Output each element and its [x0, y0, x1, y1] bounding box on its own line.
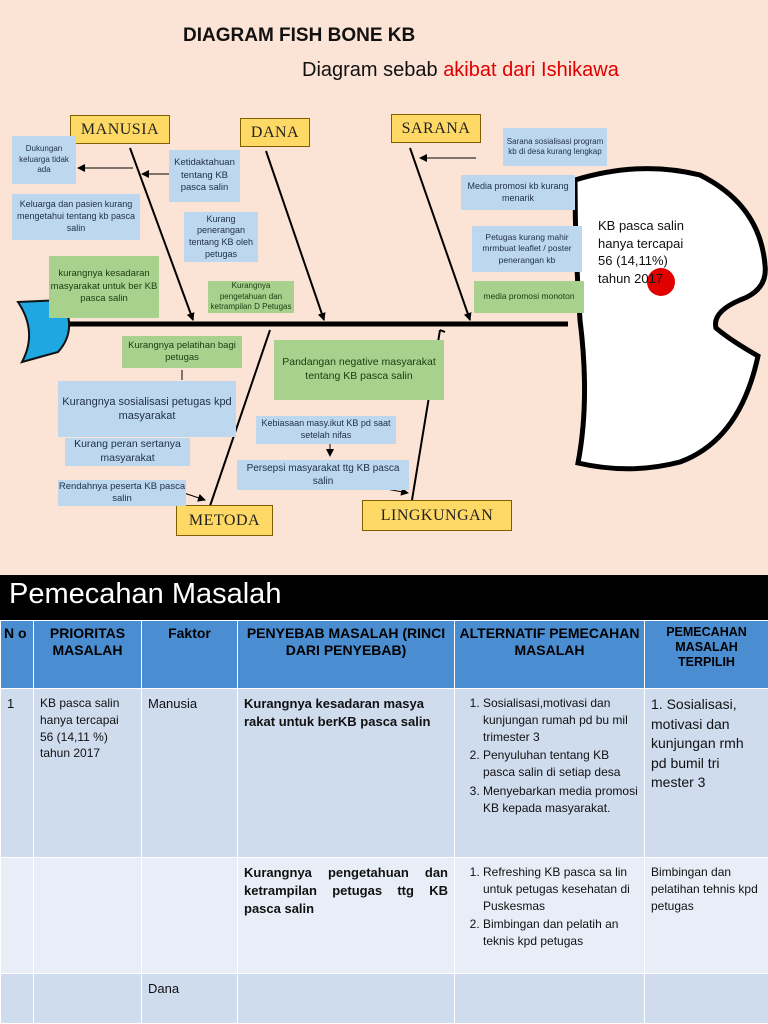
fishbone-lines — [16, 147, 768, 507]
cause-penerangan: Kurang penerangan tentang KB oleh petuga… — [184, 212, 258, 262]
cause-media-menarik: Media promosi kb kurang menarik — [461, 175, 575, 210]
alternatif-item: Menyebarkan media promosi KB kepada masy… — [483, 783, 638, 817]
header-no: N o — [0, 620, 34, 689]
cell-alternatif: Refreshing KB pasca sa lin untuk petugas… — [454, 857, 645, 974]
solution-table: N o PRIORITAS MASALAH Faktor PENYEBAB MA… — [0, 620, 768, 1024]
header-alternatif: ALTERNATIF PEMECAHAN MASALAH — [454, 620, 645, 689]
diagram-title: DIAGRAM FISH BONE KB — [183, 25, 416, 46]
alternatif-item: Penyuluhan tentang KB pasca salin di set… — [483, 747, 638, 781]
cell-faktor — [141, 857, 238, 974]
cell-alternatif — [454, 973, 645, 1024]
cell-prioritas — [33, 973, 142, 1024]
effect-line-2: hanya tercapai — [598, 235, 684, 251]
cell-penyebab: Kurangnya kesadaran masya rakat untuk be… — [237, 688, 455, 858]
table-row: 1 KB pasca salin hanya tercapai 56 (14,1… — [0, 688, 768, 858]
cell-penyebab — [237, 973, 455, 1024]
alternatif-item: Bimbingan dan pelatih an teknis kpd petu… — [483, 916, 638, 950]
cell-faktor: Dana — [141, 973, 238, 1024]
cause-media-monoton: media promosi monoton — [474, 281, 584, 313]
category-sarana: SARANA — [391, 114, 481, 143]
cell-alternatif: Sosialisasi,motivasi dan kunjungan rumah… — [454, 688, 645, 858]
cause-sarana-sosialisasi: Sarana sosialisasi program kb di desa ku… — [503, 128, 607, 166]
cause-leaflet: Petugas kurang mahir mrmbuat leaflet / p… — [472, 226, 582, 272]
fishbone-diagram: DIAGRAM FISH BONE KB Diagram sebab akiba… — [0, 0, 768, 575]
cause-keluarga-pasien: Keluarga dan pasien kurang mengetahui te… — [12, 194, 140, 240]
cell-no — [0, 973, 34, 1024]
cause-pelatihan: Kurangnya pelatihan bagi petugas — [122, 336, 242, 368]
cause-rendahnya: Rendahnya peserta KB pasca salin — [58, 480, 186, 506]
table-row: Dana — [0, 973, 768, 1024]
cell-terpilih: 1. Sosialisasi, motivasi dan kunjungan r… — [644, 688, 768, 858]
subtitle-black: Diagram sebab — [302, 59, 438, 81]
cause-peran: Kurang peran sertanya masyarakat — [65, 438, 190, 466]
cause-kebiasaan: Kebiasaan masy.ikut KB pd saat setelah n… — [256, 416, 396, 444]
effect-line-1: KB pasca salin — [598, 218, 684, 233]
category-dana: DANA — [240, 118, 310, 147]
cause-ketidaktahuan: Ketidaktahuan tentang KB pasca salin — [169, 150, 240, 202]
cell-no: 1 — [0, 688, 34, 858]
cell-faktor: Manusia — [141, 688, 238, 858]
category-manusia: MANUSIA — [70, 115, 170, 144]
category-metoda: METODA — [176, 505, 273, 536]
cell-terpilih — [644, 973, 768, 1024]
cause-kesadaran: kurangnya kesadaran masyarakat untuk ber… — [49, 256, 159, 318]
effect-text: KB pasca salin hanya tercapai 56 (14,11%… — [598, 217, 684, 287]
cell-penyebab: Kurangnya pengetahuan dan ketrampilan pe… — [237, 857, 455, 974]
cause-sosialisasi-petugas: Kurangnya sosialisasi petugas kpd masyar… — [58, 381, 236, 437]
cell-prioritas: KB pasca salin hanya tercapai 56 (14,11 … — [33, 688, 142, 858]
cause-pengetahuan-petugas: Kurangnya pengetahuan dan ketrampilan D … — [208, 281, 294, 313]
header-prioritas: PRIORITAS MASALAH — [33, 620, 142, 689]
header-penyebab: PENYEBAB MASALAH (RINCI DARI PENYEBAB) — [237, 620, 455, 689]
cause-pandangan: Pandangan negative masyarakat tentang KB… — [274, 340, 444, 400]
effect-line-3: 56 (14,11%) — [598, 253, 668, 269]
header-terpilih: PEMECAHAN MASALAH TERPILIH — [644, 620, 768, 689]
cause-persepsi: Persepsi masyarakat ttg KB pasca salin — [237, 460, 409, 490]
cell-no — [0, 857, 34, 974]
alternatif-item: Refreshing KB pasca sa lin untuk petugas… — [483, 864, 638, 914]
solution-title: Pemecahan Masalah — [9, 578, 282, 610]
fish-head — [572, 166, 768, 472]
solution-section: Pemecahan Masalah N o PRIORITAS MASALAH … — [0, 575, 768, 1024]
fish-eye — [647, 268, 675, 296]
cell-prioritas — [33, 857, 142, 974]
subtitle-red: akibat dari Ishikawa — [443, 59, 619, 81]
cell-terpilih: Bimbingan dan pelatihan tehnis kpd petug… — [644, 857, 768, 974]
alternatif-item: Sosialisasi,motivasi dan kunjungan rumah… — [483, 695, 638, 745]
category-lingkungan: LINGKUNGAN — [362, 500, 512, 531]
header-faktor: Faktor — [141, 620, 238, 689]
effect-line-4: tahun 2017 — [598, 270, 664, 286]
cause-dukungan: Dukungan keluarga tidak ada — [12, 136, 76, 184]
table-row: Kurangnya pengetahuan dan ketrampilan pe… — [0, 857, 768, 974]
diagram-subtitle: Diagram sebab akibat dari Ishikawa — [302, 59, 619, 82]
